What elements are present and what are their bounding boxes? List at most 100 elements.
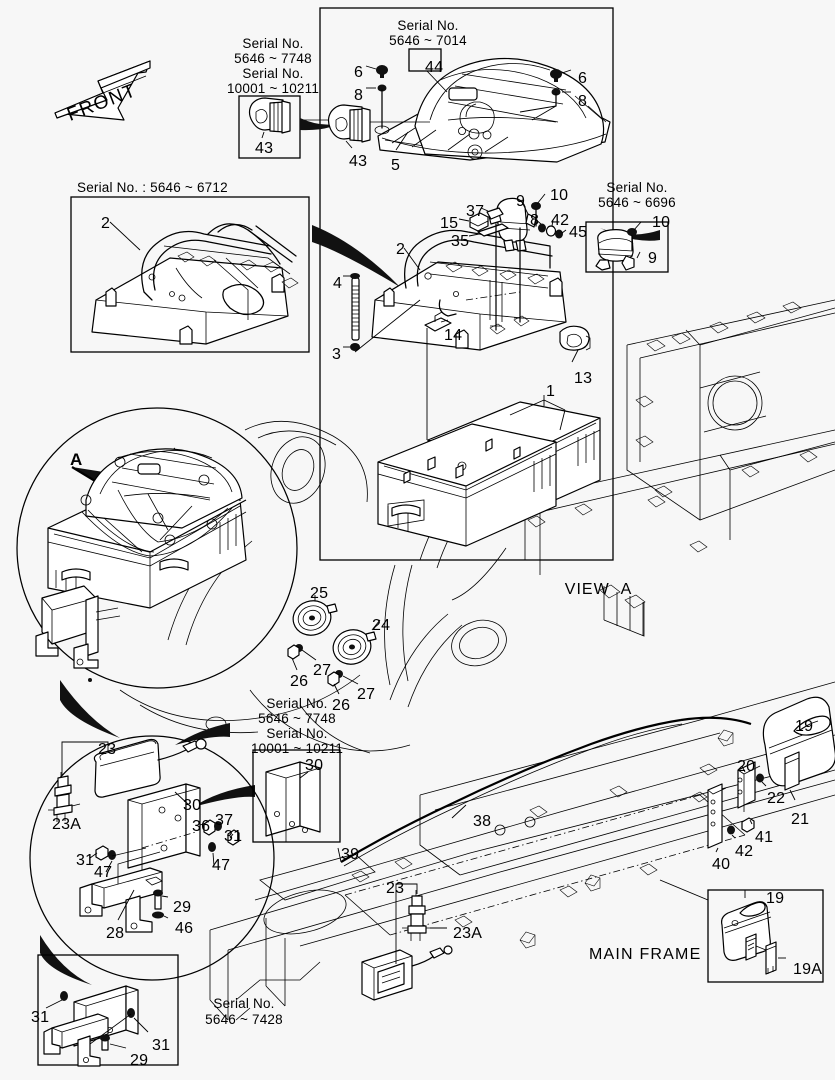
- part-43-main: [327, 104, 430, 149]
- callout-38: 38: [473, 813, 492, 830]
- callout-44: 44: [425, 59, 444, 76]
- callout-25: 25: [310, 585, 329, 602]
- callout-23A: 23A: [52, 816, 82, 833]
- callout-8: 8: [530, 212, 540, 229]
- callout-3: 3: [332, 346, 342, 363]
- callout-19: 19: [766, 890, 785, 907]
- view-a-frame: [319, 7, 614, 561]
- callout-6: 6: [354, 64, 364, 81]
- view-a-label: VIEW A: [564, 580, 633, 598]
- serial-note-top-left-range-a: 5646 ~ 7748: [234, 51, 312, 66]
- callout-23: 23: [386, 880, 405, 897]
- callout-19A: 19A: [793, 961, 823, 978]
- part-1-batteries: [377, 395, 601, 547]
- callout-42: 42: [735, 843, 754, 860]
- serial-note-mid-left-range-a: 5646 ~ 7748: [258, 711, 336, 726]
- callout-10: 10: [652, 214, 671, 231]
- serial-note-top-left-range-b: 10001 ~ 10211: [226, 81, 320, 96]
- part-24-horn: [327, 619, 381, 695]
- callout-47: 47: [94, 864, 113, 881]
- callout-31: 31: [152, 1037, 171, 1054]
- inset-box-43: [238, 95, 340, 159]
- part-25-horn: [287, 595, 338, 671]
- callout-21: 21: [791, 811, 810, 828]
- callout-46: 46: [175, 920, 194, 937]
- serial-note-mid-left-range-b: 10001 ~ 10211: [250, 741, 344, 756]
- callout-37: 37: [215, 812, 234, 829]
- callout-1: 1: [546, 383, 556, 400]
- callout-19: 19: [795, 718, 814, 735]
- callout-9: 9: [516, 193, 526, 210]
- serial-note-top-center-range: 5646 ~ 7014: [389, 33, 467, 48]
- part-23-front-lamp: [361, 883, 453, 1001]
- serial-note-top-right-range: 5646 ~ 6696: [598, 195, 676, 210]
- callout-5: 5: [391, 157, 401, 174]
- callout-29: 29: [130, 1052, 149, 1069]
- part-4-rod: [343, 273, 421, 353]
- part-13-clamp: [559, 325, 591, 363]
- callout-43: 43: [255, 140, 274, 157]
- callout-41: 41: [755, 829, 774, 846]
- callout-8: 8: [578, 93, 588, 110]
- callout-2: 2: [101, 215, 111, 232]
- callout-30: 30: [305, 757, 324, 774]
- inset-box-19: [707, 889, 824, 983]
- callout-27: 27: [313, 662, 332, 679]
- callout-47: 47: [212, 857, 231, 874]
- callout-31: 31: [31, 1009, 50, 1026]
- detail-arrow-a-label: A: [70, 450, 83, 469]
- fastener-6-8-left: [365, 65, 390, 135]
- callout-30: 30: [183, 797, 202, 814]
- callout-4: 4: [333, 275, 343, 292]
- part-19-reservoir: [691, 696, 835, 853]
- callout-29: 29: [173, 899, 192, 916]
- callout-31: 31: [76, 852, 95, 869]
- inset-box-6712: [70, 196, 310, 353]
- inset-box-6696: [585, 221, 669, 273]
- detail-pointer-arrows: [40, 118, 660, 985]
- callout-13: 13: [574, 370, 593, 387]
- callout-23: 23: [98, 741, 117, 758]
- serial-note-bottom-left-range: 5646 ~ 7428: [205, 1012, 283, 1027]
- callout-8: 8: [354, 87, 364, 104]
- callout-24: 24: [372, 617, 391, 634]
- front-direction-arrow: FRONT: [54, 60, 151, 126]
- callout-36: 36: [192, 818, 211, 835]
- harness-38-39: [337, 716, 752, 867]
- relay-group: [458, 193, 567, 335]
- inset-box-7428: [37, 954, 179, 1067]
- callout-9: 9: [648, 250, 658, 267]
- callout-45: 45: [569, 224, 588, 241]
- callout-10: 10: [550, 187, 569, 204]
- callout-42: 42: [551, 212, 570, 229]
- inset-box-30: [252, 749, 341, 843]
- serial-note-top-left-2: Serial No.: [242, 66, 304, 81]
- main-frame-label: MAIN FRAME: [589, 946, 702, 963]
- callout-6: 6: [578, 70, 588, 87]
- serial-note-mid-left-2: Serial No.: [266, 726, 328, 741]
- serial-note-top-center: Serial No.: [397, 18, 459, 33]
- callout-15: 15: [440, 215, 459, 232]
- callout-35: 35: [451, 233, 470, 250]
- callout-37: 37: [466, 203, 485, 220]
- serial-note-left-inline: Serial No. : 5646 ~ 6712: [77, 180, 228, 195]
- detail-circle-a: [16, 407, 298, 689]
- callout-2: 2: [396, 241, 406, 258]
- callout-28: 28: [106, 925, 125, 942]
- part-2-battery-tray: [371, 229, 567, 440]
- callout-27: 27: [357, 686, 376, 703]
- callout-39: 39: [341, 846, 360, 863]
- serial-note-mid-left: Serial No.: [266, 696, 328, 711]
- callout-26: 26: [290, 673, 309, 690]
- callout-14: 14: [444, 327, 463, 344]
- serial-note-top-right: Serial No.: [606, 180, 668, 195]
- callout-20: 20: [737, 758, 756, 775]
- main-frame-ghost: [119, 299, 835, 1021]
- callout-22: 22: [767, 790, 786, 807]
- detail-circle-lamp: [29, 735, 275, 981]
- callout-23A: 23A: [453, 925, 483, 942]
- callout-40: 40: [712, 856, 731, 873]
- serial-note-top-left: Serial No.: [242, 36, 304, 51]
